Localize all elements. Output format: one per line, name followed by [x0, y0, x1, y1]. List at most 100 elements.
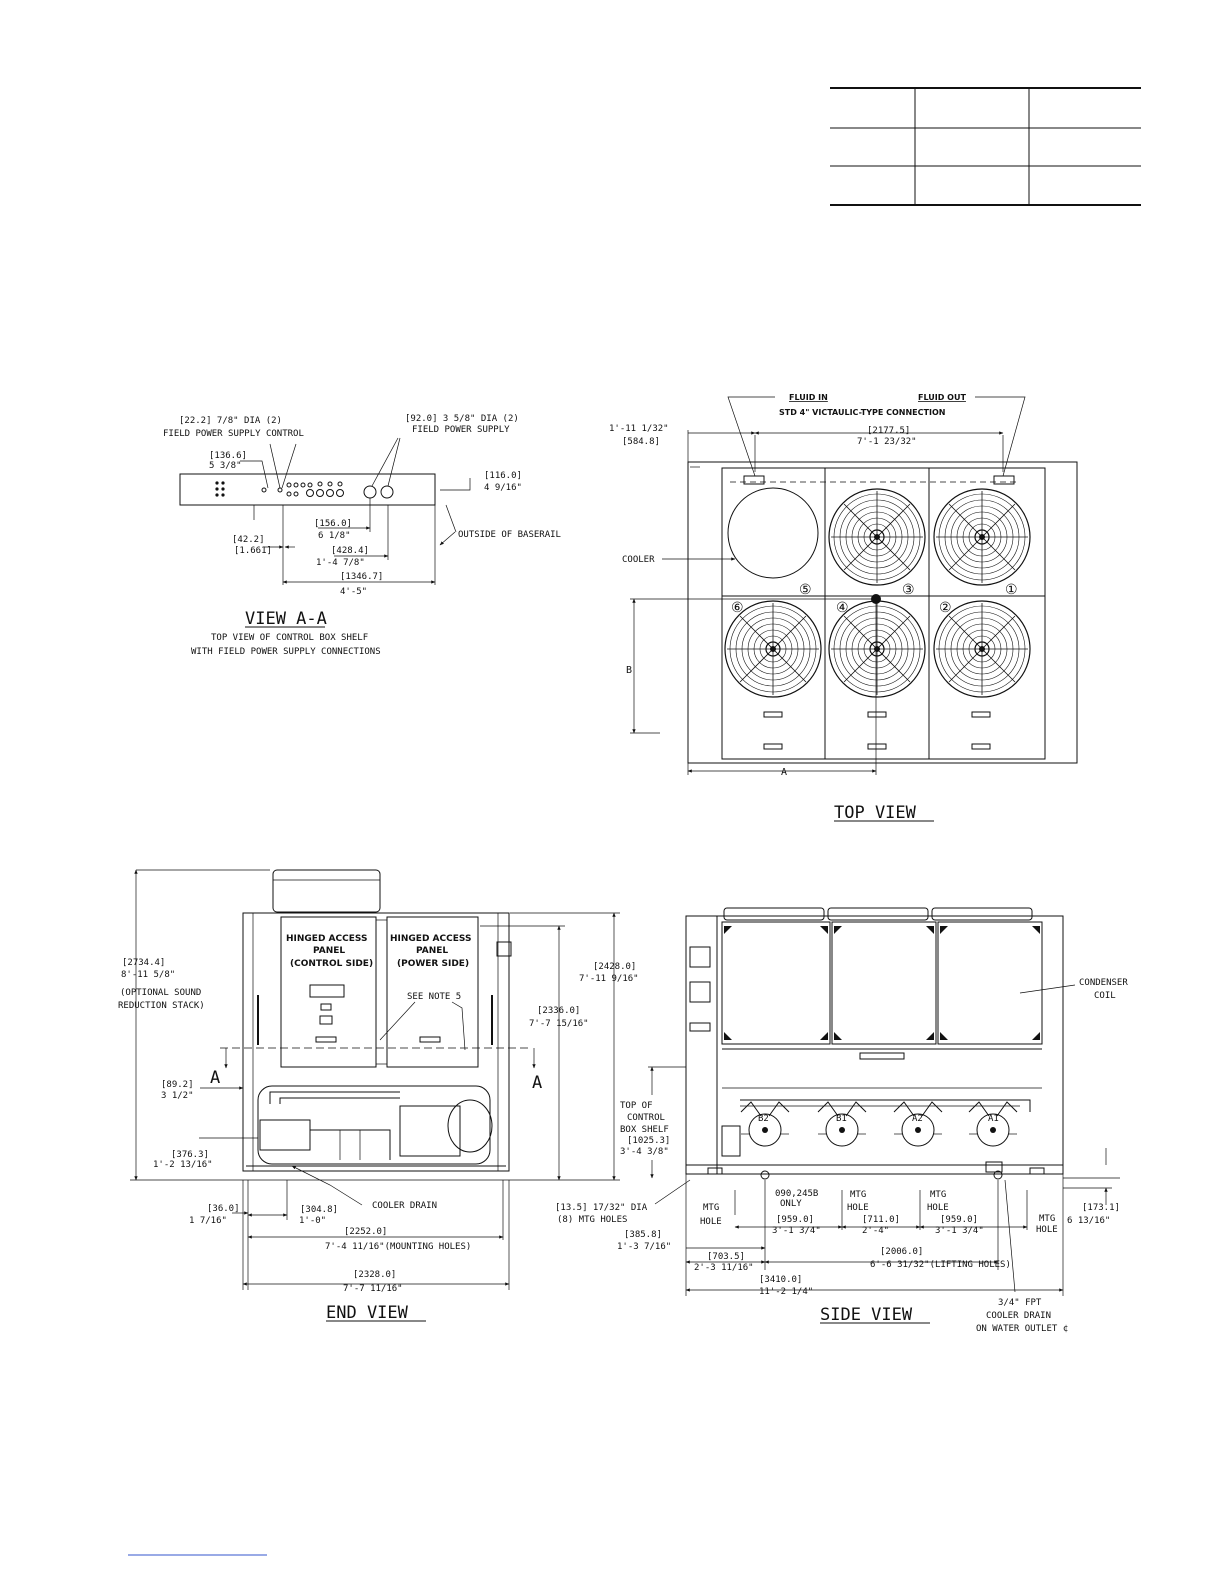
dim-42-mm: [42.2] [232, 535, 265, 545]
dim-power-label: FIELD POWER SUPPLY [412, 425, 510, 435]
compressor-label-a2: A2 [912, 1114, 923, 1124]
fan-number-6: ⑥ [731, 600, 744, 616]
only-label-2: ONLY [780, 1199, 802, 1209]
dim-2006-in: 6'-6 31/32"(LIFTING HOLES) [870, 1260, 1011, 1270]
dim-703-mm: [703.5] [707, 1252, 745, 1262]
drain-label-1: 3/4" FPT [998, 1298, 1042, 1308]
fan-number-1: ① [1005, 582, 1018, 598]
panel-power-3: (POWER SIDE) [397, 959, 469, 969]
dim-959a-mm: [959.0] [776, 1215, 814, 1225]
fan-1 [933, 488, 1031, 586]
dim-385-mm: [385.8] [624, 1230, 662, 1240]
dim-2336-mm: [2336.0] [537, 1006, 580, 1016]
stack-label-2: REDUCTION STACK) [118, 1001, 205, 1011]
dim-89-mm: [89.2] [161, 1080, 194, 1090]
cooler-label: COOLER [622, 555, 655, 565]
dim-376-in: 1'-2 13/16" [153, 1160, 213, 1170]
side-view-title: SIDE VIEW [820, 1305, 913, 1325]
compressor-label-b2: B2 [758, 1114, 769, 1124]
dim-control-label: FIELD POWER SUPPLY CONTROL [163, 429, 304, 439]
mtg-hole-d-2: HOLE [1036, 1225, 1058, 1235]
dim-959b-in: 3'-1 3/4" [935, 1226, 984, 1236]
outside-baserail-label: OUTSIDE OF BASERAIL [458, 530, 561, 540]
dim-711-in: 2'-4" [862, 1226, 889, 1236]
dim-3410-mm: [3410.0] [759, 1275, 802, 1285]
dim-711-mm: [711.0] [862, 1215, 900, 1225]
dim-2328-in: 7'-7 11/16" [343, 1284, 403, 1294]
control-box-dots [215, 481, 344, 497]
dim-2336-in: 7'-7 15/16" [529, 1019, 589, 1029]
top-shelf-4: [1025.3] [627, 1136, 670, 1146]
condenser-label-1: CONDENSER [1079, 978, 1128, 988]
section-a-left: A [210, 1068, 220, 1088]
fluid-out-label: FLUID OUT [918, 393, 966, 402]
dim-428-in: 1'-4 7/8" [316, 558, 365, 568]
cooler-circle [727, 487, 819, 579]
dim-2006-mm: [2006.0] [880, 1247, 923, 1257]
dim-36-mm: [36.0] [207, 1204, 240, 1214]
view-aa-subtitle-2: WITH FIELD POWER SUPPLY CONNECTIONS [191, 647, 381, 657]
dim-173-in: 6 13/16" [1067, 1216, 1110, 1226]
view-aa-drawing [179, 437, 471, 585]
dim-power-dia: [92.0] 3 5/8" DIA (2) [405, 414, 519, 424]
dim-2734-mm: [2734.4] [122, 958, 165, 968]
dim-2428-mm: [2428.0] [593, 962, 636, 972]
mtg-hole-a-1: MTG [703, 1203, 719, 1213]
top-shelf-3: BOX SHELF [620, 1125, 669, 1135]
dim-left-in: 1'-11 1/32" [609, 424, 669, 434]
end-view-drawing [130, 869, 620, 1290]
dim-span-mm: [2177.5] [867, 426, 910, 436]
connection-label: STD 4" VICTAULIC-TYPE CONNECTION [779, 408, 945, 417]
dim-959b-mm: [959.0] [940, 1215, 978, 1225]
top-shelf-1: TOP OF [620, 1101, 653, 1111]
cooler-drain-label: COOLER DRAIN [372, 1201, 437, 1211]
mtg-hole-d-1: MTG [1039, 1214, 1055, 1224]
dim-1346-mm: [1346.7] [340, 572, 383, 582]
dim-376-mm: [376.3] [171, 1150, 209, 1160]
dim-2328-mm: [2328.0] [353, 1270, 396, 1280]
label-b: B [626, 665, 632, 676]
compressor-b1 [817, 1101, 867, 1147]
dim-control-dia: [22.2] 7/8" DIA (2) [179, 416, 282, 426]
fluid-in-label: FLUID IN [789, 393, 828, 402]
dim-2734-in: 8'-11 5/8" [121, 970, 175, 980]
dim-2252-mm: [2252.0] [344, 1227, 387, 1237]
top-view-title: TOP VIEW [834, 803, 917, 823]
top-shelf-5: 3'-4 3/8" [620, 1147, 669, 1157]
dim-36-in: 1 7/16" [189, 1216, 227, 1226]
dim-385-in: 1'-3 7/16" [617, 1242, 671, 1252]
mtg-hole-b-1: MTG [850, 1190, 866, 1200]
dim-13-5: [13.5] 17/32" DIA [555, 1203, 648, 1213]
dim-span-in: 7'-1 23/32" [857, 437, 917, 447]
dim-959a-in: 3'-1 3/4" [772, 1226, 821, 1236]
dim-116-mm: [116.0] [484, 471, 522, 481]
panel-control-1: HINGED ACCESS [286, 934, 367, 944]
dim-304-mm: [304.8] [300, 1205, 338, 1215]
dim-1346-in: 4'-5" [340, 587, 367, 597]
compressor-b2 [740, 1101, 790, 1147]
compressor-label-a1: A1 [988, 1114, 999, 1124]
drain-label-2: COOLER DRAIN [986, 1311, 1051, 1321]
fan-number-5: ⑤ [799, 582, 812, 598]
see-note-5: SEE NOTE 5 [407, 992, 461, 1002]
fan-number-4: ④ [836, 600, 849, 616]
mtg-hole-c-1: MTG [930, 1190, 946, 1200]
fan-number-3: ③ [902, 582, 915, 598]
center-mark [871, 594, 881, 604]
label-a: A [781, 767, 787, 778]
panel-control-2: PANEL [313, 946, 345, 956]
compressor-label-b1: B1 [836, 1114, 847, 1124]
dim-304-in: 1'-0" [299, 1216, 326, 1226]
dim-428-mm: [428.4] [331, 546, 369, 556]
side-view-drawing [648, 907, 1120, 1296]
fan-number-2: ② [939, 600, 952, 616]
top-shelf-2: CONTROL [627, 1113, 665, 1123]
end-view-title: END VIEW [326, 1303, 409, 1323]
dim-136-mm: [136.6] [209, 451, 247, 461]
dim-156-mm: [156.0] [314, 519, 352, 529]
fan-3 [828, 488, 926, 586]
dim-2428-in: 7'-11 9/16" [579, 974, 639, 984]
section-a-right: A [532, 1073, 542, 1093]
dim-116-in: 4 9/16" [484, 483, 522, 493]
